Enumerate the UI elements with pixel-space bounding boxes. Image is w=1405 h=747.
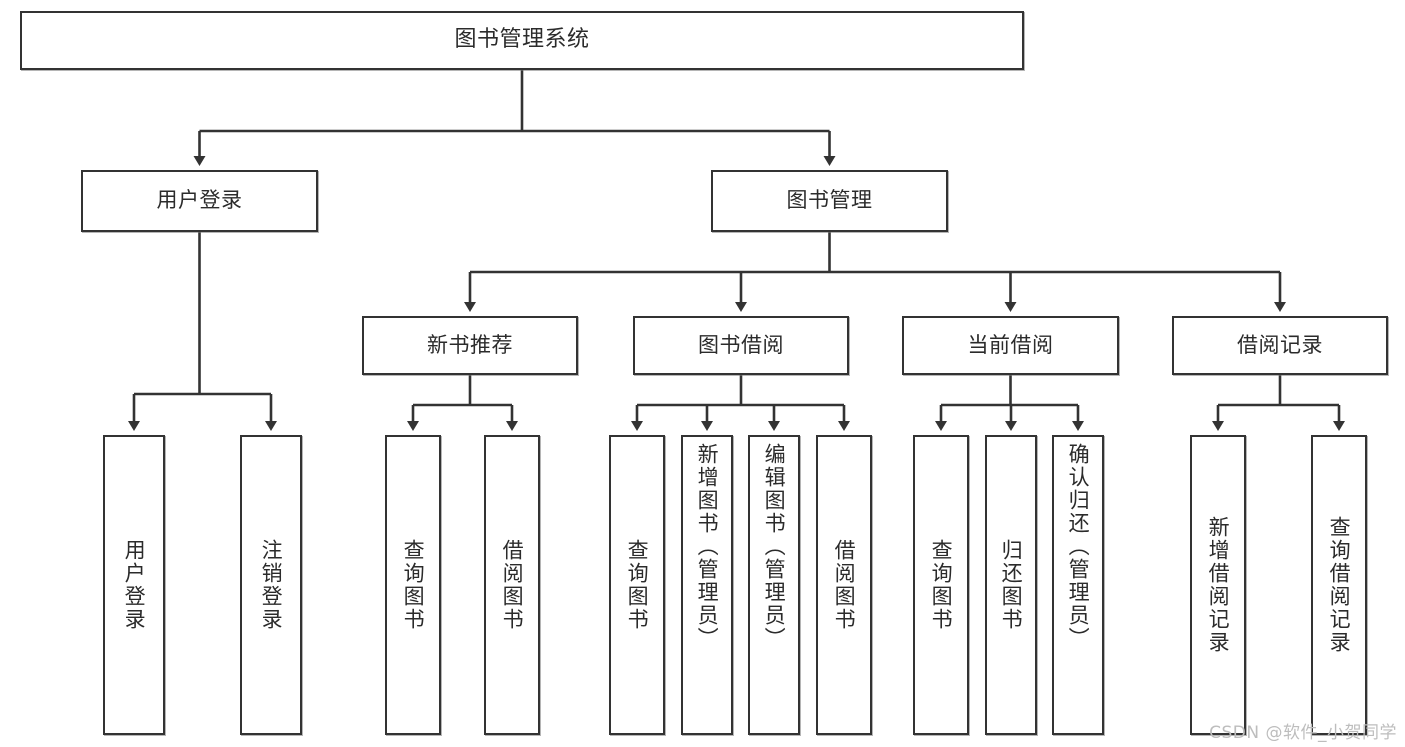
node-leaf-query-book-1[interactable]: 查询图书 <box>385 435 441 735</box>
node-new-book-recommend[interactable]: 新书推荐 <box>362 316 578 375</box>
node-leaf-query-book-3-label: 查询图书 <box>929 539 954 631</box>
node-leaf-query-book-3[interactable]: 查询图书 <box>913 435 969 735</box>
node-leaf-add-book-label: 新增图书（管理员） <box>695 443 720 650</box>
node-current-borrow[interactable]: 当前借阅 <box>902 316 1119 375</box>
node-root-label: 图书管理系统 <box>454 27 590 53</box>
node-leaf-query-book-2-label: 查询图书 <box>625 539 650 631</box>
node-leaf-return-book[interactable]: 归还图书 <box>985 435 1037 735</box>
node-book-manage-label: 图书管理 <box>786 188 873 213</box>
node-leaf-user-login-label: 用户登录 <box>122 539 147 631</box>
node-new-book-recommend-label: 新书推荐 <box>427 332 513 357</box>
node-leaf-borrow-book-2-label: 借阅图书 <box>832 539 857 631</box>
csdn-watermark: CSDN @软件_小贺同学 <box>1209 723 1397 743</box>
node-leaf-confirm-return[interactable]: 确认归还（管理员） <box>1052 435 1104 735</box>
node-leaf-borrow-book-2[interactable]: 借阅图书 <box>816 435 872 735</box>
node-borrow-record-label: 借阅记录 <box>1237 332 1323 357</box>
node-leaf-user-login[interactable]: 用户登录 <box>103 435 165 735</box>
node-leaf-query-record-label: 查询借阅记录 <box>1327 516 1352 654</box>
node-leaf-add-record[interactable]: 新增借阅记录 <box>1190 435 1246 735</box>
node-borrow-record[interactable]: 借阅记录 <box>1172 316 1388 375</box>
node-leaf-edit-book-label: 编辑图书（管理员） <box>762 443 787 650</box>
node-book-borrow-label: 图书借阅 <box>698 332 784 357</box>
node-book-borrow[interactable]: 图书借阅 <box>633 316 849 375</box>
node-leaf-query-record[interactable]: 查询借阅记录 <box>1311 435 1367 735</box>
node-leaf-confirm-return-label: 确认归还（管理员） <box>1066 443 1091 650</box>
node-leaf-borrow-book-1-label: 借阅图书 <box>500 539 525 631</box>
node-leaf-return-book-label: 归还图书 <box>999 539 1024 631</box>
node-leaf-query-book-2[interactable]: 查询图书 <box>609 435 665 735</box>
node-leaf-add-book[interactable]: 新增图书（管理员） <box>681 435 733 735</box>
node-leaf-add-record-label: 新增借阅记录 <box>1206 516 1231 654</box>
node-leaf-user-logout-label: 注销登录 <box>259 539 284 631</box>
node-user-login[interactable]: 用户登录 <box>81 170 318 232</box>
node-leaf-edit-book[interactable]: 编辑图书（管理员） <box>748 435 800 735</box>
node-current-borrow-label: 当前借阅 <box>967 332 1054 357</box>
node-leaf-user-logout[interactable]: 注销登录 <box>240 435 302 735</box>
node-root[interactable]: 图书管理系统 <box>20 11 1024 70</box>
node-user-login-label: 用户登录 <box>156 188 243 213</box>
node-book-manage[interactable]: 图书管理 <box>711 170 948 232</box>
node-leaf-borrow-book-1[interactable]: 借阅图书 <box>484 435 540 735</box>
node-leaf-query-book-1-label: 查询图书 <box>401 539 426 631</box>
